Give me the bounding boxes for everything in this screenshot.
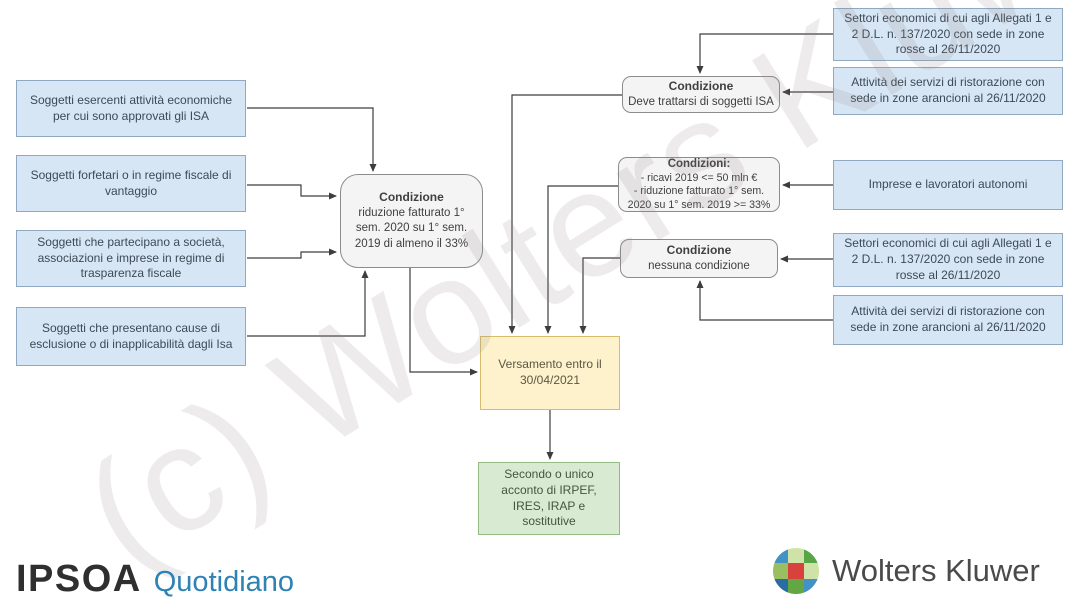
- ipsoa-label: IPSOA: [16, 558, 142, 600]
- box-settori-zone-rosse-1: Settori economici di cui agli Allegati 1…: [833, 8, 1063, 61]
- box-secondo-acconto: Secondo o unico acconto di IRPEF, IRES, …: [478, 462, 620, 535]
- condition-title: Condizioni:: [667, 158, 731, 171]
- wolters-kluwer-label: Wolters Kluwer: [832, 553, 1040, 588]
- box-condizione-nessuna: Condizione nessuna condizione: [620, 239, 778, 278]
- condition-body: Deve trattarsi di soggetti ISA: [628, 95, 774, 108]
- quotidiano-label: Quotidiano: [153, 566, 295, 598]
- condition-title: Condizione: [668, 79, 734, 93]
- condition-title: Condizione: [666, 243, 732, 257]
- condition-line-1: - ricavi 2019 <= 50 mln €: [640, 172, 758, 185]
- box-condizioni-ricavi: Condizioni: - ricavi 2019 <= 50 mln € - …: [618, 157, 780, 212]
- condition-body: riduzione fatturato 1° sem. 2020 su 1° s…: [354, 207, 469, 250]
- wolters-kluwer-sphere-icon: [773, 548, 819, 594]
- box-soggetti-forfetari: Soggetti forfetari o in regime fiscale d…: [16, 155, 246, 212]
- condition-line-2: - riduzione fatturato 1° sem. 2020 su 1°…: [627, 185, 771, 211]
- box-soggetti-isa-approvati: Soggetti esercenti attività economiche p…: [16, 80, 246, 137]
- box-ristorazione-zone-arancioni-1: Attività dei servizi di ristorazione con…: [833, 67, 1063, 115]
- box-versamento-30-04-2021: Versamento entro il 30/04/2021: [480, 336, 620, 410]
- box-imprese-lavoratori-autonomi: Imprese e lavoratori autonomi: [833, 160, 1063, 210]
- wolters-kluwer-logo: Wolters Kluwer: [773, 548, 1040, 594]
- box-condizione-soggetti-isa: Condizione Deve trattarsi di soggetti IS…: [622, 76, 780, 113]
- box-condizione-riduzione-fatturato: Condizione riduzione fatturato 1° sem. 2…: [340, 174, 483, 268]
- box-soggetti-esclusione-isa: Soggetti che presentano cause di esclusi…: [16, 307, 246, 366]
- ipsoa-logo: IPSOA Quotidiano: [16, 558, 294, 601]
- box-ristorazione-zone-arancioni-2: Attività dei servizi di ristorazione con…: [833, 295, 1063, 345]
- box-settori-zone-rosse-2: Settori economici di cui agli Allegati 1…: [833, 233, 1063, 287]
- condition-body: nessuna condizione: [648, 259, 750, 272]
- box-soggetti-trasparenza-fiscale: Soggetti che partecipano a società, asso…: [16, 230, 246, 287]
- condition-title: Condizione: [379, 190, 444, 205]
